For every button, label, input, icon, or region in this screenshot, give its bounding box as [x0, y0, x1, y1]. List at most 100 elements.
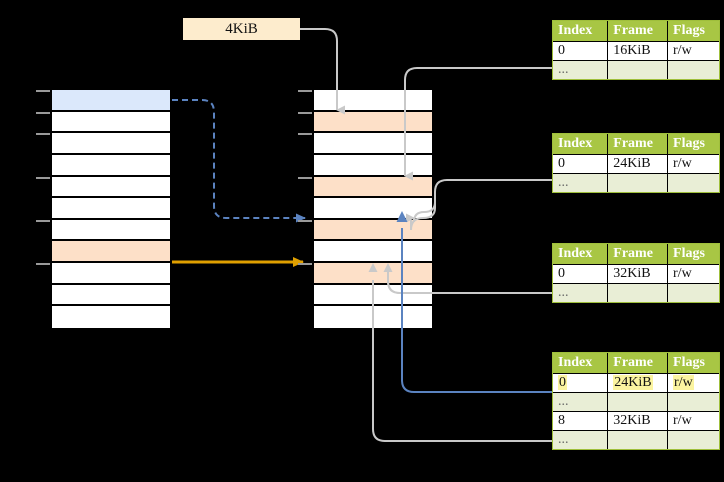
page-table-4-r1-c2	[667, 392, 719, 412]
page-table-3-r1-c1	[607, 283, 669, 302]
page-table-4-highlight-0: 0	[558, 375, 567, 390]
physical-cell-3[interactable]	[314, 154, 432, 177]
page-table-3-r0-c2: r/w	[667, 264, 719, 284]
page-table-3-r1-c2	[667, 283, 719, 302]
page-table-4-header-index: Index	[553, 353, 609, 374]
virtual-cell-5[interactable]	[52, 198, 170, 220]
page-table-3-r1-c0: ...	[553, 283, 609, 302]
page-size-label: 4KiB	[183, 18, 300, 40]
virtual-tick-4	[36, 176, 50, 179]
page-table-4-r3-c2	[667, 430, 719, 449]
physical-tick-8	[298, 263, 312, 266]
page-table-3-header-flags: Flags	[667, 244, 719, 265]
physical-memory-column	[312, 88, 434, 330]
physical-cell-5[interactable]	[314, 198, 432, 220]
virtual-tick-6	[36, 219, 50, 222]
physical-cell-0[interactable]	[314, 90, 432, 112]
page-table-4-header-flags: Flags	[667, 353, 719, 374]
page-table-1-row-1[interactable]: ...	[553, 60, 719, 79]
virtual-cell-4[interactable]	[52, 176, 170, 199]
page-table-4-r1-c1	[607, 392, 669, 412]
physical-cell-9[interactable]	[314, 284, 432, 307]
physical-cell-7[interactable]	[314, 241, 432, 263]
page-table-4-header-frame: Frame	[607, 353, 669, 374]
virtual-cell-7[interactable]	[52, 241, 170, 263]
page-table-3-r0-c0: 0	[553, 264, 609, 284]
page-table-4-highlight-1: 24KiB	[613, 375, 653, 390]
virtual-tick-2	[36, 133, 50, 136]
page-table-2-r1-c0: ...	[553, 173, 609, 192]
physical-tick-0	[298, 90, 312, 92]
page-table-1-r1-c0: ...	[553, 60, 609, 79]
page-table-3-r0-c1: 32KiB	[607, 264, 669, 284]
page-table-4-r2-c0: 8	[553, 411, 609, 431]
virtual-tick-8	[36, 263, 50, 266]
physical-cell-6[interactable]	[314, 219, 432, 242]
page-table-4-r3-c0: ...	[553, 430, 609, 449]
page-table-4-row-3[interactable]: ...	[553, 430, 719, 449]
page-table-3-row-1[interactable]: ...	[553, 283, 719, 302]
page-table-4-r1-c0: ...	[553, 392, 609, 412]
physical-tick-1	[298, 111, 312, 114]
virtual-cell-8[interactable]	[52, 263, 170, 285]
virtual-tick-1	[36, 111, 50, 114]
virtual-cell-2[interactable]	[52, 133, 170, 155]
page-table-4-row-0[interactable]: 0 24KiB r/w	[553, 373, 719, 393]
page-table-2-r1-c2	[667, 173, 719, 192]
virtual-tick-0	[36, 90, 50, 92]
physical-cell-2[interactable]	[314, 133, 432, 155]
page-table-1-header-frame: Frame	[607, 21, 669, 42]
physical-tick-4	[298, 176, 312, 179]
physical-tick-6	[298, 219, 312, 222]
page-table-3-header-frame: Frame	[607, 244, 669, 265]
page-table-1-r0-c0: 0	[553, 41, 609, 61]
page-table-2-r0-c1: 24KiB	[607, 154, 669, 174]
virtual-cell-1[interactable]	[52, 111, 170, 134]
physical-cell-4[interactable]	[314, 176, 432, 199]
page-table-4-r0-c0: 0	[553, 373, 609, 393]
virtual-cell-10[interactable]	[52, 306, 170, 328]
page-table-4-r0-c2: r/w	[667, 373, 719, 393]
virtual-cell-6[interactable]	[52, 219, 170, 242]
page-table-2-header-index: Index	[553, 134, 609, 155]
page-table-2-r0-c2: r/w	[667, 154, 719, 174]
page-table-1-r1-c1	[607, 60, 669, 79]
virtual-cell-3[interactable]	[52, 154, 170, 177]
page-table-4-row-1[interactable]: ...	[553, 392, 719, 412]
page-table-4-r3-c1	[607, 430, 669, 449]
virtual-cell-0[interactable]	[52, 90, 170, 112]
virtual-cell-9[interactable]	[52, 284, 170, 307]
physical-cell-10[interactable]	[314, 306, 432, 328]
page-table-2-header-flags: Flags	[667, 134, 719, 155]
physical-cell-8[interactable]	[314, 263, 432, 285]
page-table-1-header-flags: Flags	[667, 21, 719, 42]
page-table-1-header-index: Index	[553, 21, 609, 42]
page-table-1-r0-c2: r/w	[667, 41, 719, 61]
page-table-2-r1-c1	[607, 173, 669, 192]
page-table-4-r0-c1: 24KiB	[607, 373, 669, 393]
page-table-1-r1-c2	[667, 60, 719, 79]
physical-cell-1[interactable]	[314, 111, 432, 134]
page-table-2-row-1[interactable]: ...	[553, 173, 719, 192]
page-table-1-r0-c1: 16KiB	[607, 41, 669, 61]
page-table-3-header-index: Index	[553, 244, 609, 265]
page-table-2-header-frame: Frame	[607, 134, 669, 155]
physical-tick-2	[298, 133, 312, 136]
